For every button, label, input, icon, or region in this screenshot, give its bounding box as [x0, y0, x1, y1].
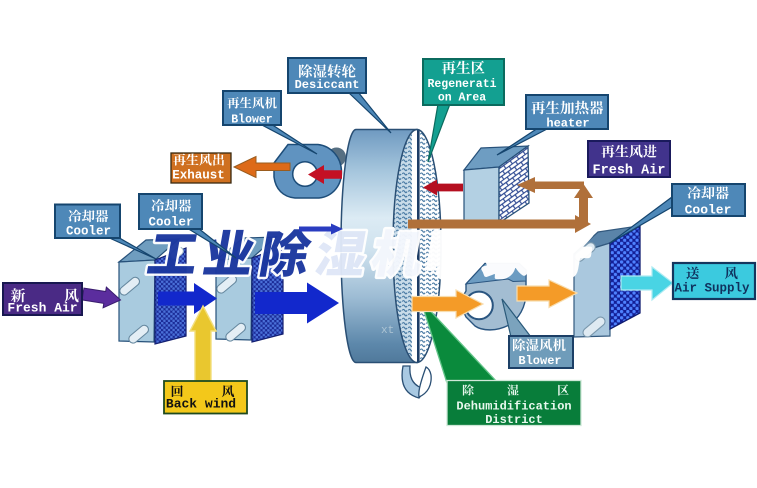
svg-text:Exhaust: Exhaust	[172, 169, 225, 183]
svg-text:on Area: on Area	[438, 92, 486, 105]
svg-text:Blower: Blower	[231, 114, 273, 127]
svg-text:Air Supply: Air Supply	[674, 282, 750, 296]
svg-text:Dehumidification: Dehumidification	[456, 400, 571, 414]
svg-text:Cooler: Cooler	[685, 203, 732, 218]
svg-text:heater: heater	[546, 117, 589, 131]
svg-text:Back wind: Back wind	[166, 397, 236, 412]
svg-text:Desiccant: Desiccant	[295, 78, 360, 92]
svg-text:Cooler: Cooler	[148, 216, 193, 230]
svg-text:District: District	[485, 413, 543, 427]
svg-text:Regenerati: Regenerati	[427, 78, 496, 91]
svg-text:Cooler: Cooler	[66, 225, 111, 239]
svg-text:Blower: Blower	[518, 354, 561, 368]
svg-text:Fresh Air: Fresh Air	[7, 301, 77, 316]
svg-text:Fresh Air: Fresh Air	[593, 164, 666, 179]
svg-text:xt: xt	[381, 325, 394, 337]
